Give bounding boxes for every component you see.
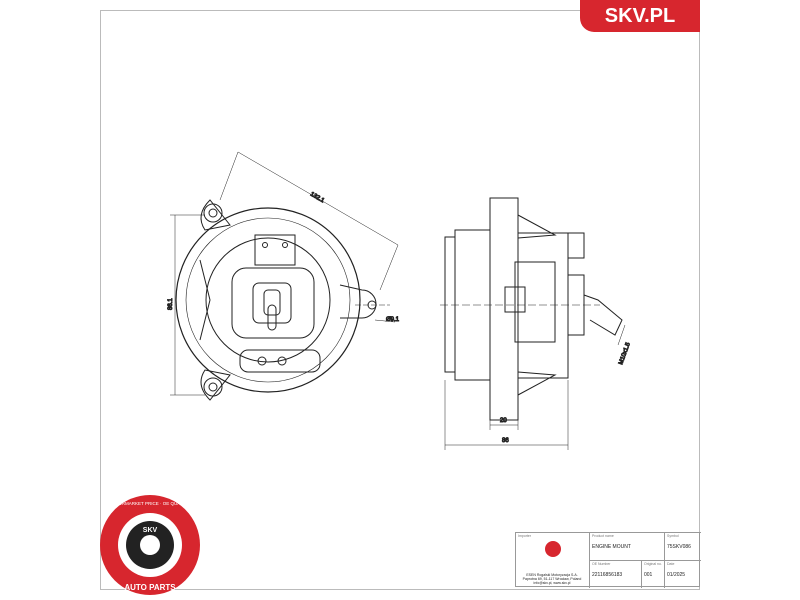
- dim-height: 86.1: [168, 298, 174, 310]
- date-value: 01/2025: [667, 572, 686, 578]
- oe-label: OE Number: [592, 562, 611, 566]
- original-cell: Original no. 001: [641, 560, 664, 588]
- importer-label: Importer: [518, 534, 532, 538]
- importer-logo: [544, 541, 561, 557]
- date-cell: Date 01/2025: [664, 560, 701, 588]
- brand-badge[interactable]: SKV.PL: [580, 0, 700, 32]
- product-name-label: Product name: [592, 534, 614, 538]
- dim-diagonal: 132.1: [309, 192, 326, 205]
- importer-line: info@skv.pl, www.skv.pl: [533, 581, 571, 585]
- symbol-label: Symbol: [667, 534, 679, 538]
- front-view: [175, 199, 390, 401]
- importer-line: Paprotna 69, 51-117 Wrocław, Poland: [522, 577, 582, 581]
- oe-cell: OE Number 22116856183: [589, 560, 641, 588]
- date-label: Date: [667, 562, 675, 566]
- product-name-value: ENGINE MOUNT: [592, 544, 631, 550]
- title-block: Importer ESEN Rogalski Motoryzacja S.A. …: [515, 532, 701, 588]
- dim-flange: 20: [500, 418, 507, 424]
- skv-logo: SKV AUTO PARTS AFTERMARKET PRICE · OE QU…: [100, 495, 200, 595]
- dim-depth: 86: [502, 438, 509, 444]
- logo-bottom-text: AUTO PARTS: [124, 583, 176, 592]
- front-dimensions: [170, 151, 399, 396]
- dim-thread: M10x1.5: [618, 341, 632, 365]
- drawing-frame: [100, 10, 700, 590]
- importer-line: ESEN Rogalski Motoryzacja S.A.: [526, 573, 578, 577]
- side-view: [440, 197, 623, 421]
- original-value: 001: [644, 572, 653, 578]
- importer-cell: Importer ESEN Rogalski Motoryzacja S.A. …: [515, 532, 589, 587]
- side-dimensions: [444, 324, 626, 450]
- symbol-cell: Symbol 75SKV086: [664, 532, 701, 560]
- oe-value: 22116856183: [592, 572, 623, 578]
- logo-top-text: AFTERMARKET PRICE · OE QUALITY: [110, 501, 189, 506]
- dim-hole: Ø9.1: [386, 317, 400, 323]
- logo-center-text: SKV: [143, 527, 158, 534]
- symbol-value: 75SKV086: [667, 544, 691, 550]
- product-name-cell: Product name ENGINE MOUNT: [589, 532, 664, 560]
- original-label: Original no.: [644, 562, 662, 566]
